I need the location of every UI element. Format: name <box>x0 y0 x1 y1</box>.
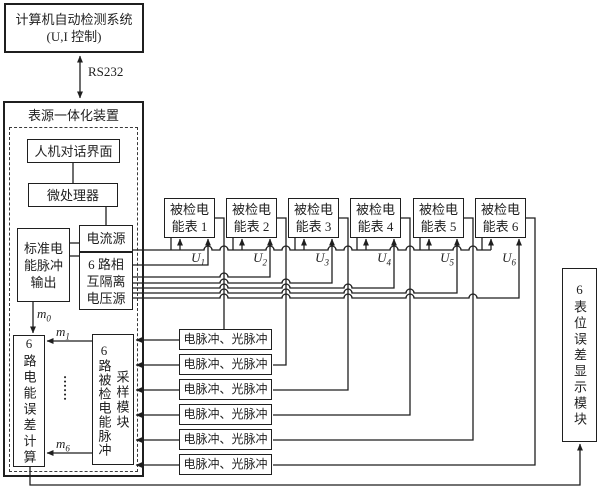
computer-system-subtitle: (U,I 控制) <box>46 29 102 44</box>
meter-box-3: 被检电 能表 3 <box>288 198 339 238</box>
pulse-box-2: 电脉冲、光脉冲 <box>179 354 272 375</box>
sampling-module-box: 6路被检电能脉冲 采样模块 <box>92 334 134 465</box>
u6-line <box>133 238 522 299</box>
display-module-box: 6表位误差显示模块 <box>562 268 597 442</box>
pulse-box-3-label: 电脉冲、光脉冲 <box>183 382 268 396</box>
computer-system-box: 计算机自动检测系统 (U,I 控制) <box>4 3 144 53</box>
u1-label: U1 <box>191 250 205 268</box>
mcu-label: 微处理器 <box>46 187 99 203</box>
meter-6-line1: 被检电 <box>480 202 520 217</box>
computer-system-title: 计算机自动检测系统 <box>15 12 133 27</box>
standard-pulse-line3: 输出 <box>30 274 57 290</box>
meter-5-line1: 被检电 <box>418 202 458 217</box>
m6-label: m6 <box>56 436 70 454</box>
pulse-box-5-label: 电脉冲、光脉冲 <box>183 432 268 446</box>
meter-2-line1: 被检电 <box>231 202 271 217</box>
meter4-pulse-line <box>273 217 411 416</box>
standard-pulse-output-box: 标准电 能脉冲 输出 <box>17 228 70 302</box>
meter1-pulse-line <box>215 217 225 329</box>
pulse-box-1-label: 电脉冲、光脉冲 <box>183 332 268 346</box>
sampling-module-main-label: 6路被检电能脉冲 <box>96 342 112 457</box>
meter-6-line2: 能表 6 <box>482 219 519 234</box>
meter2-pulse-line <box>273 217 287 366</box>
meter-box-2: 被检电 能表 2 <box>226 198 277 238</box>
meter-3-line1: 被检电 <box>293 202 333 217</box>
meter-5-line2: 能表 5 <box>420 219 457 234</box>
meter-2-line2: 能表 2 <box>233 219 270 234</box>
u5-label: U5 <box>440 250 454 268</box>
voltage-source-line2: 互隔离 <box>86 273 126 289</box>
u3-line <box>133 238 335 284</box>
u3-label: U3 <box>315 250 329 268</box>
voltage-source-line1: 6 路相 <box>88 256 124 272</box>
u4-label: U4 <box>377 250 391 268</box>
pulse-box-6: 电脉冲、光脉冲 <box>179 454 272 475</box>
meter-box-6: 被检电 能表 6 <box>475 198 526 238</box>
display-module-label: 6表位误差显示模块 <box>572 282 587 428</box>
pulse-box-3: 电脉冲、光脉冲 <box>179 379 272 400</box>
pulse-box-1: 电脉冲、光脉冲 <box>179 329 272 350</box>
pulse-box-2-label: 电脉冲、光脉冲 <box>183 357 268 371</box>
error-calc-box: 6路电能误差计算 <box>13 335 45 467</box>
meter3-pulse-line <box>273 217 349 391</box>
standard-pulse-line2: 能脉冲 <box>23 257 63 273</box>
meter-1-line1: 被检电 <box>169 202 209 217</box>
pulse-box-6-label: 电脉冲、光脉冲 <box>183 457 268 471</box>
u6-label: U6 <box>502 250 516 268</box>
sampling-module-side-label: 采样模块 <box>114 369 130 430</box>
meter-box-4: 被检电 能表 4 <box>350 198 401 238</box>
current-source-label: 电流源 <box>86 231 126 246</box>
voltage-source-box: 6 路相 互隔离 电压源 <box>79 252 133 310</box>
standard-pulse-line1: 标准电 <box>23 240 63 256</box>
u5-line <box>133 238 460 294</box>
hmi-label: 人机对话界面 <box>34 143 113 159</box>
rs232-label: RS232 <box>88 64 124 79</box>
u2-label: U2 <box>253 250 267 268</box>
voltage-source-line3: 电压源 <box>86 290 126 306</box>
m1-label: m1 <box>56 324 70 342</box>
ellipsis-dots: ······ <box>58 375 73 402</box>
pulse-box-4: 电脉冲、光脉冲 <box>179 404 272 425</box>
pulse-box-5: 电脉冲、光脉冲 <box>179 429 272 450</box>
integrated-device-title: 表源一体化装置 <box>27 108 119 123</box>
error-calc-label: 6路电能误差计算 <box>21 336 37 466</box>
meter-box-1: 被检电 能表 1 <box>164 198 215 238</box>
hmi-box: 人机对话界面 <box>27 139 120 163</box>
mcu-box: 微处理器 <box>28 183 118 207</box>
current-source-box: 电流源 <box>79 225 133 252</box>
m0-label: m0 <box>37 306 51 324</box>
meter-1-line2: 能表 1 <box>171 219 208 234</box>
meter-3-line2: 能表 3 <box>295 219 332 234</box>
pulse-box-4-label: 电脉冲、光脉冲 <box>183 407 268 421</box>
meter-4-line1: 被检电 <box>355 202 395 217</box>
meter-4-line2: 能表 4 <box>357 219 394 234</box>
meter-box-5: 被检电 能表 5 <box>413 198 464 238</box>
